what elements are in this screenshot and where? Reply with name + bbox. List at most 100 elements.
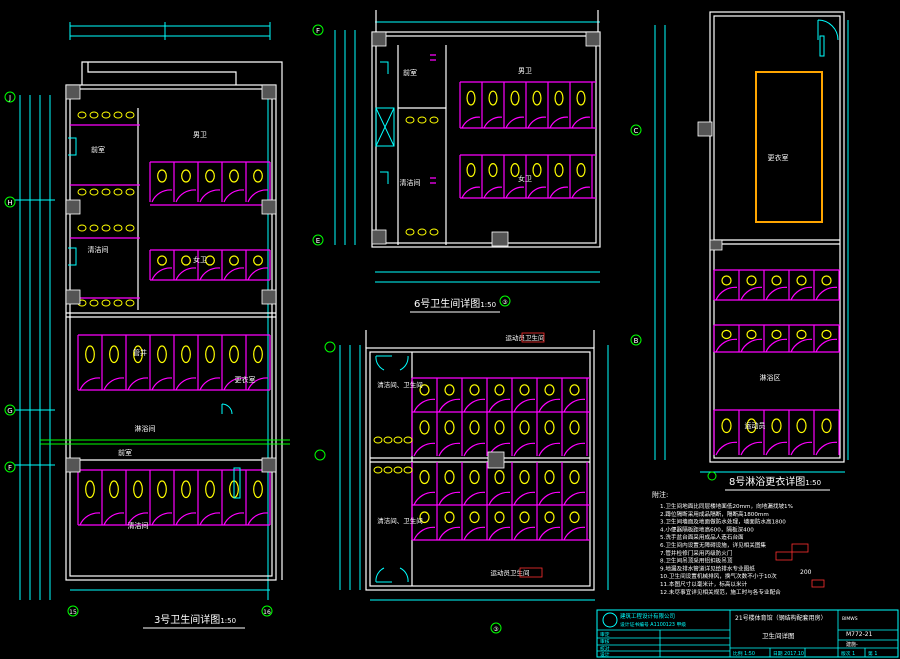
- center-stall-door-swing: [438, 491, 461, 506]
- plan3-sink: [113, 299, 123, 307]
- plan3-shower-toilet: [157, 480, 167, 499]
- plan6-label-cleaning: 清洁间: [400, 178, 421, 187]
- plan8-dimension-lines: [654, 20, 849, 473]
- center-stall-door-swing: [438, 442, 461, 457]
- plan8-stall-toilet: [721, 329, 732, 340]
- plan3-sink: [77, 111, 87, 119]
- center-stall-door-swing: [413, 398, 436, 413]
- center-stall-door-swing: [563, 398, 586, 413]
- center-walls: [365, 330, 595, 591]
- plan8-label-athlete: 运动员: [745, 421, 766, 430]
- plan6-stall-door-swing: [527, 116, 547, 129]
- center-sink: [393, 436, 403, 444]
- center-stall-toilet: [419, 384, 430, 396]
- plan3-stall-door-swing: [151, 189, 173, 203]
- center-stall-toilet: [569, 511, 580, 524]
- center-stall-door-swing: [413, 442, 436, 457]
- plan3-sink: [101, 111, 111, 119]
- plan3-columns: [65, 84, 277, 473]
- plan3-label-anteroom: 前室: [91, 145, 105, 154]
- plan3-shower-toilet: [157, 345, 167, 364]
- center-label-athlete-toilet-1: 运动员卫生间: [506, 333, 545, 342]
- center-sink: [383, 466, 393, 474]
- note-line: 7.管井检修门采用丙级防火门: [660, 549, 733, 557]
- plan8-stall-door-swing: [790, 338, 813, 353]
- plan3-title: 3号卫生间详图1:50: [154, 613, 236, 626]
- plan6-stall-door-swing: [549, 186, 569, 199]
- plan3-stall-door-swing: [175, 267, 197, 281]
- plan6-sink: [405, 228, 415, 236]
- plan3-stall-door-swing: [247, 267, 269, 281]
- plan3-stall-toilet: [229, 169, 239, 183]
- center-markers: [519, 332, 545, 578]
- plan3-shower-toilet: [133, 345, 143, 364]
- notes-markers: [775, 543, 825, 588]
- plan6-grid-f: F: [316, 27, 320, 35]
- plan3-shower-door-swing: [127, 512, 149, 526]
- plan8-stall-toilet: [821, 275, 832, 286]
- plan3-break-line: [40, 439, 290, 445]
- center-sink: [403, 436, 413, 444]
- center-stall-toilet: [419, 511, 430, 524]
- plan8-stall-toilet: [746, 329, 757, 340]
- plan3-shower-door-swing: [79, 512, 101, 526]
- plan8-doors: [817, 19, 839, 57]
- plan6-sink: [429, 228, 439, 236]
- plan6-fixtures: [430, 54, 596, 199]
- plan6-stall-toilet: [488, 163, 498, 178]
- plan3-stall-door-swing: [175, 189, 197, 203]
- plan-center-athlete-restroom: ③ 清洁间、卫生间 清洁间、卫生间 运动员卫生间: [314, 330, 609, 634]
- plan3-shower-door-swing: [103, 377, 125, 391]
- plan6-sink: [417, 116, 427, 124]
- plan6-stall-door-swing: [571, 186, 591, 199]
- plan8-stall-door-swing: [715, 441, 738, 456]
- center-stall-toilet: [519, 511, 530, 524]
- plan3-shower-toilet: [133, 480, 143, 499]
- plan3-sinks: [77, 111, 135, 307]
- plan8-stall-toilet: [746, 275, 757, 286]
- plan6-label-anteroom: 前室: [403, 68, 417, 77]
- plan3-label-women: 女卫: [193, 255, 207, 264]
- center-stall-door-swing: [438, 526, 461, 541]
- plan-3-restroom: J H G F 15 16: [4, 22, 290, 629]
- plan6-columns: [371, 31, 601, 247]
- center-stall-toilet: [444, 469, 455, 485]
- note-line: 11.本图尺寸以毫米计，标高以米计: [660, 580, 748, 588]
- plan8-stall-toilet: [771, 329, 782, 340]
- plan3-grid-j: J: [8, 94, 11, 102]
- plan6-stall-toilet: [510, 163, 520, 178]
- plan3-shower-door-swing: [79, 377, 101, 391]
- plan8-columns: [697, 121, 723, 251]
- plan3-grid-h: H: [7, 199, 12, 207]
- plan3-shower-toilet: [253, 480, 263, 499]
- plan6-stall-door-swing: [461, 186, 481, 199]
- plan3-shower-door-swing: [199, 377, 221, 391]
- plan3-sink: [89, 299, 99, 307]
- center-stall-toilet: [569, 469, 580, 485]
- plan6-stall-door-swing: [483, 116, 503, 129]
- note-line: 3.卫生间墙面及地面做防水处理，墙面防水高1800: [660, 518, 786, 526]
- plan8-stall-door-swing: [815, 441, 838, 456]
- plan3-sink: [101, 224, 111, 232]
- plan3-stall-door-swing: [151, 267, 173, 281]
- plan3-shower-door-swing: [175, 377, 197, 391]
- plan3-shower-door-swing: [223, 377, 245, 391]
- center-stall-door-swing: [538, 442, 561, 457]
- plan3-shower-toilet: [109, 345, 119, 364]
- plan8-stall-door-swing: [765, 338, 788, 353]
- center-stall-door-swing: [488, 398, 511, 413]
- center-fixtures: [411, 377, 590, 541]
- plan3-shower-door-swing: [223, 512, 245, 526]
- tb-role-review: 审核: [600, 638, 610, 645]
- plan8-title: 8号淋浴更衣详图1:50: [729, 475, 821, 488]
- center-stall-door-swing: [438, 398, 461, 413]
- plan8-stall-door-swing: [740, 441, 763, 456]
- center-stall-toilet: [469, 511, 480, 524]
- note-inline-value: 200: [800, 569, 812, 576]
- plan8-stall-toilet: [721, 275, 732, 286]
- plan6-title: 6号卫生间详图1:50: [414, 297, 496, 310]
- center-label-cleaning-toilet-1: 清洁间、卫生间: [377, 380, 423, 389]
- plan8-stall-toilet: [796, 275, 807, 286]
- plan6-stall-toilet: [576, 90, 586, 106]
